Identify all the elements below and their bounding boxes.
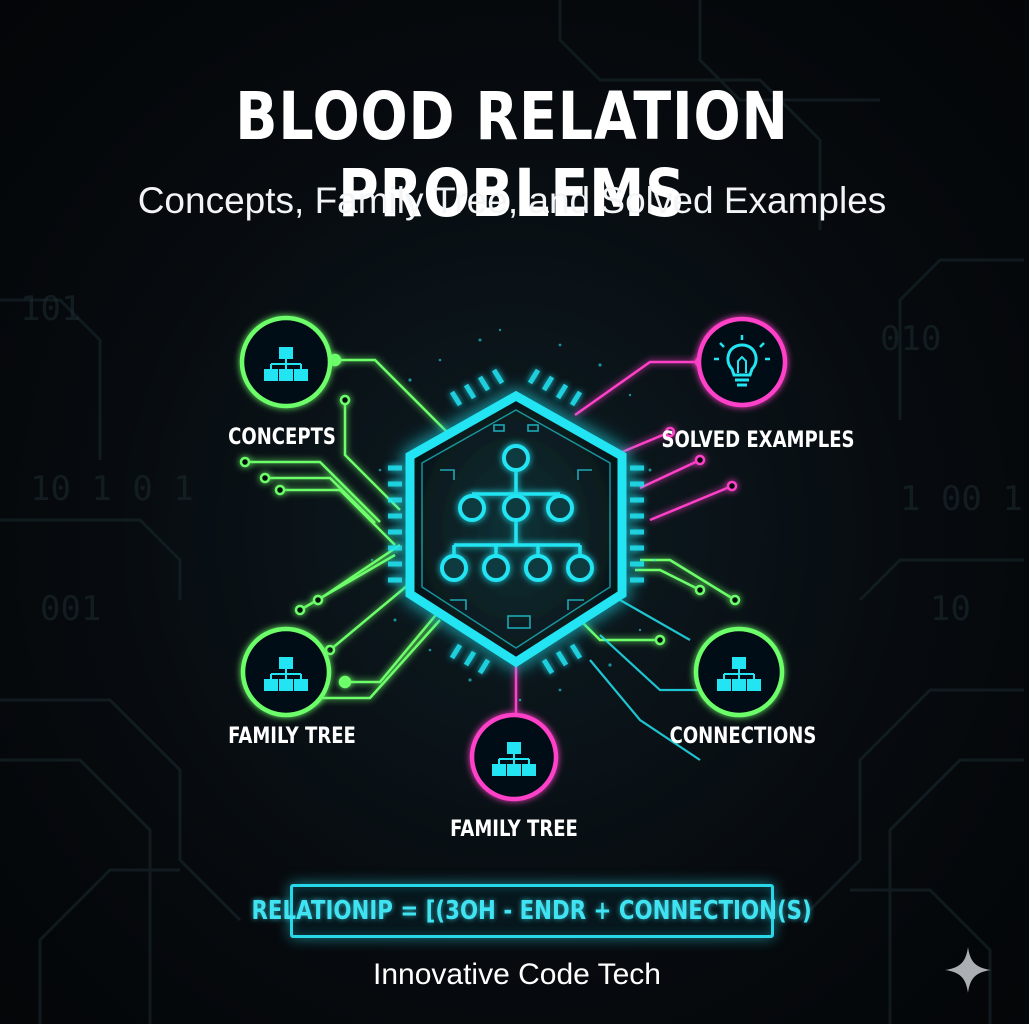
svg-text:010: 010 bbox=[880, 319, 941, 359]
svg-text:001: 001 bbox=[40, 589, 101, 629]
svg-text:10: 10 bbox=[930, 589, 971, 629]
magenta-circuit-traces bbox=[514, 360, 733, 716]
svg-text:101: 101 bbox=[20, 289, 81, 329]
cyan-circuit-traces bbox=[589, 599, 701, 761]
central-chip bbox=[388, 368, 644, 675]
formula-box: RELATIONIP = [(3OH - ENDR + CONNECTION(S… bbox=[252, 884, 812, 938]
page-subtitle: Concepts, Family Tree, and Solved Exampl… bbox=[137, 180, 887, 221]
node-label-connections: CONNECTIONS bbox=[669, 724, 817, 749]
node-label-concepts: CONCEPTS bbox=[228, 425, 336, 450]
node-label-family-tree-left: FAMILY TREE bbox=[228, 724, 356, 749]
page-title: BLOOD RELATION PROBLEMS bbox=[235, 78, 789, 232]
node-label-family-tree-bottom: FAMILY TREE bbox=[450, 817, 578, 842]
hierarchy-icon bbox=[264, 347, 308, 381]
green-circuit-traces bbox=[245, 358, 736, 700]
node-family-tree-left bbox=[240, 626, 332, 718]
node-concepts bbox=[239, 315, 333, 409]
node-connections bbox=[693, 626, 785, 718]
node-label-solved-examples: SOLVED EXAMPLES bbox=[661, 428, 855, 453]
svg-text:1 00 1: 1 00 1 bbox=[900, 479, 1023, 519]
lightbulb-icon bbox=[714, 335, 770, 387]
node-solved-examples bbox=[696, 316, 788, 408]
node-family-tree-bottom bbox=[469, 712, 559, 802]
particle-glow bbox=[370, 328, 657, 702]
node-rings bbox=[239, 315, 788, 802]
formula-text: RELATIONIP = [(3OH - ENDR + CONNECTION(S… bbox=[251, 896, 813, 926]
sparkle-icon bbox=[945, 947, 991, 993]
svg-text:10 1 0 1: 10 1 0 1 bbox=[30, 469, 194, 509]
hierarchy-icon bbox=[264, 657, 308, 691]
hierarchy-icon bbox=[717, 657, 761, 691]
brand-name: Innovative Code Tech bbox=[373, 958, 661, 991]
hierarchy-icon bbox=[492, 742, 536, 776]
